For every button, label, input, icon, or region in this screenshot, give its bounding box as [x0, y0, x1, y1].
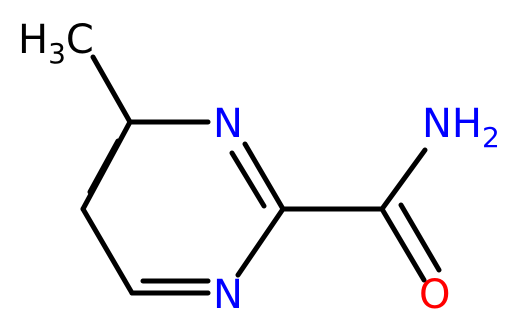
amide-nh2-label: NH2 [422, 101, 500, 154]
bond-c2-n3 [242, 141, 286, 212]
bond-camide-o-inner [398, 202, 442, 273]
bond-methyl-c4 [90, 54, 133, 125]
bond-camide-nh2 [379, 147, 428, 212]
bond-c5-c6 [80, 206, 135, 296]
ring-nitrogen-top: N [213, 101, 243, 147]
methyl-label: H3C [18, 17, 94, 70]
bond-camide-o [379, 206, 427, 283]
ring-nitrogen-bottom: N [213, 272, 243, 318]
amide-oxygen-label: O [419, 272, 450, 318]
bond-c4-c5-inner [87, 138, 121, 195]
bond-c2-n3-inner [229, 150, 267, 209]
bond-n1-c2 [235, 206, 286, 278]
